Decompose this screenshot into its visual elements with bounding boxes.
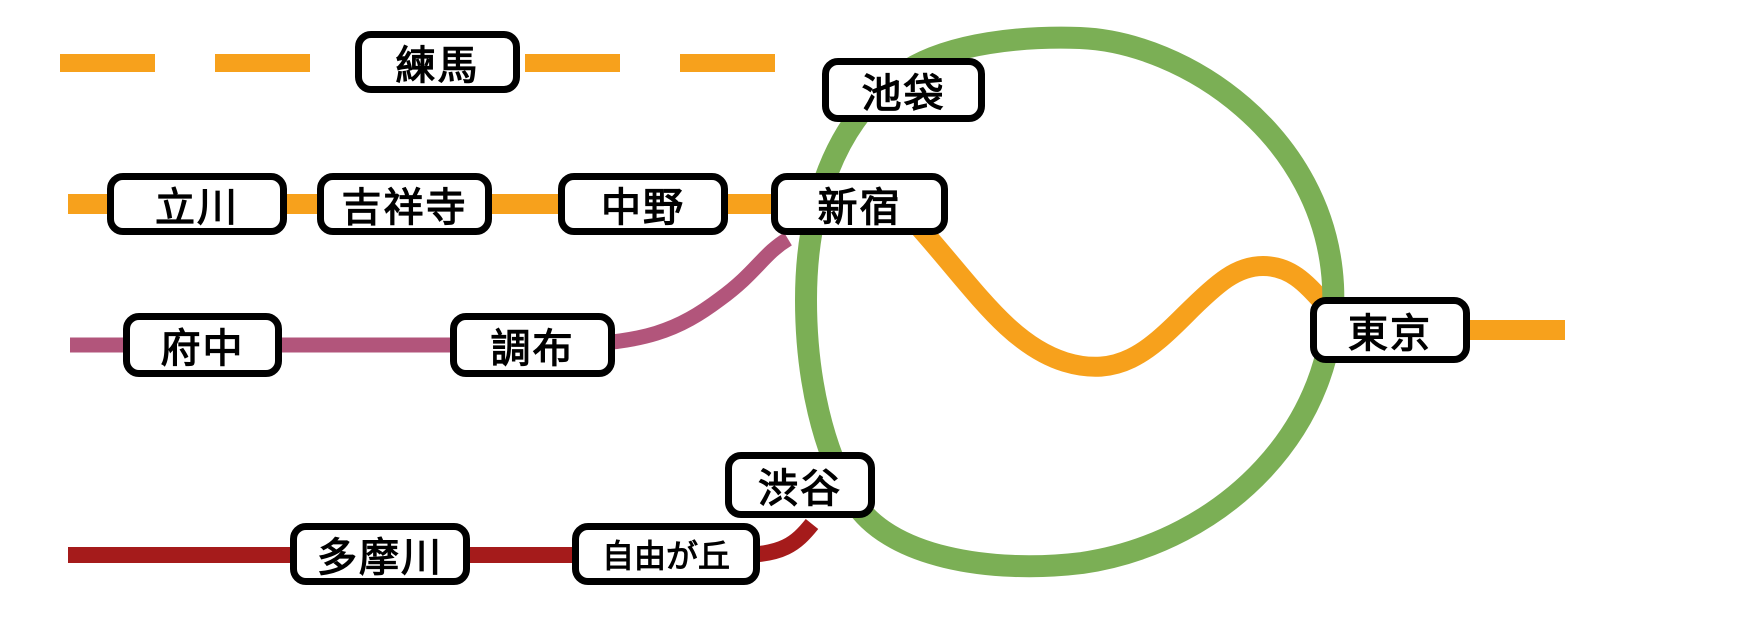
station-box-shibuya: 渋谷: [725, 452, 875, 518]
station-box-tamagawa: 多摩川: [290, 523, 470, 585]
station-box-jiyugaoka: 自由が丘: [572, 523, 760, 585]
station-box-kichijoji: 吉祥寺: [317, 173, 492, 235]
chuo-line-wave-path: [910, 218, 1348, 377]
station-box-chofu: 調布: [450, 313, 615, 377]
station-box-tokyo: 東京: [1310, 297, 1470, 363]
station-box-fuchu: 府中: [123, 313, 282, 377]
station-box-tachikawa: 立川: [107, 173, 287, 235]
station-box-ikebukuro: 池袋: [822, 58, 985, 122]
station-box-nerima: 練馬: [355, 31, 520, 93]
station-box-shinjuku: 新宿: [771, 173, 948, 235]
station-box-nakano: 中野: [558, 173, 728, 235]
